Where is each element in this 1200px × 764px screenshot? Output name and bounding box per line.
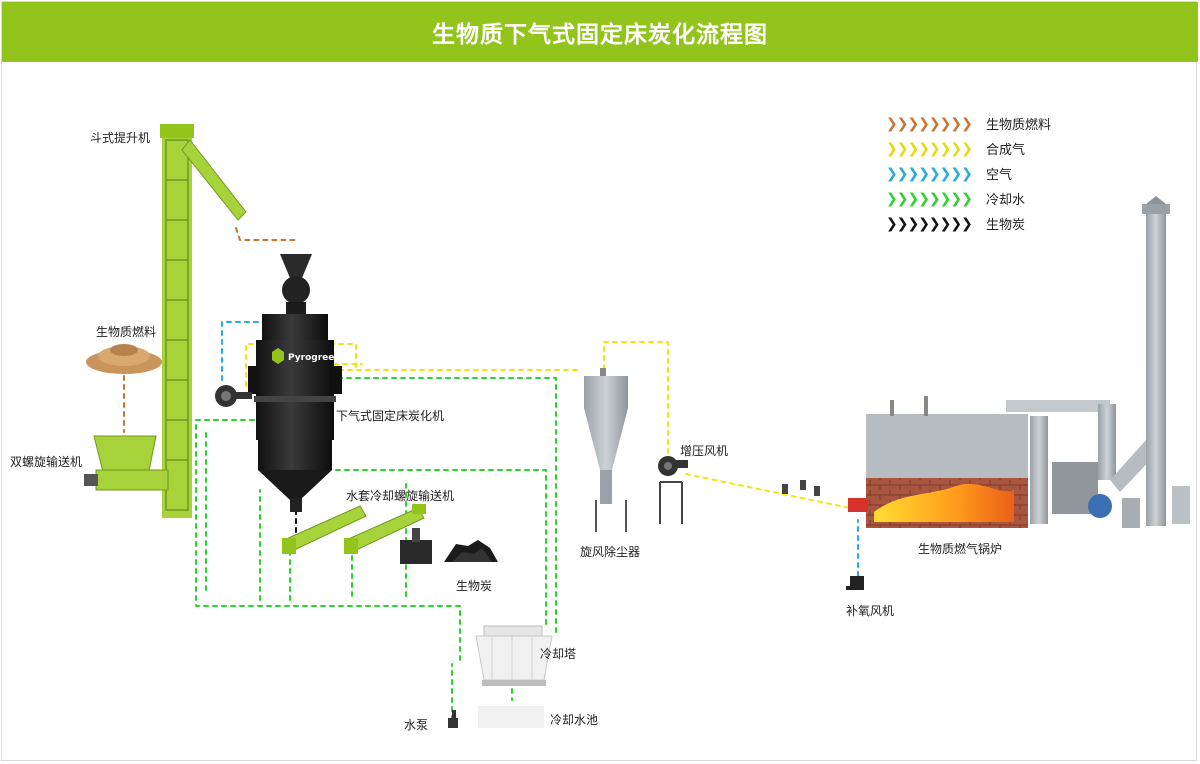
twin-screw-conveyor	[84, 435, 169, 491]
legend-label: 生物炭	[986, 218, 1026, 233]
label-cooling-tower: 冷却塔	[540, 647, 577, 661]
legend-item-air: ❯❯❯❯❯❯❯❯ 空气	[886, 164, 1013, 184]
flow-water-screw	[335, 469, 547, 625]
brand-logo-text: Pyrogreen	[288, 353, 341, 363]
cyclone-dust-collector	[584, 368, 628, 532]
flow-water-return	[195, 419, 461, 661]
cooling-tower	[475, 625, 553, 686]
legend-label: 生物质燃料	[986, 118, 1052, 133]
label-booster-fan: 增压风机	[680, 444, 729, 458]
legend-label: 空气	[986, 168, 1013, 183]
legend-item-syngas: ❯❯❯❯❯❯❯❯ 合成气	[886, 139, 1026, 159]
chevron-arrows-icon: ❯❯❯❯❯❯❯❯	[886, 190, 973, 207]
water-jacket-screw-conveyor	[282, 504, 426, 554]
legend-label: 合成气	[986, 143, 1026, 158]
chevron-arrows-icon: ❯❯❯❯❯❯❯❯	[886, 140, 973, 157]
chevron-arrows-icon: ❯❯❯❯❯❯❯❯	[886, 115, 973, 132]
legend-item-biomass: ❯❯❯❯❯❯❯❯ 生物质燃料	[886, 114, 1052, 134]
biochar-pile-image	[444, 540, 498, 562]
cooling-pool	[478, 706, 544, 728]
label-cooling-pool: 冷却水池	[550, 713, 599, 727]
biomass-pile-image	[86, 344, 162, 374]
flow-syngas-to-boiler	[685, 473, 851, 509]
water-pump	[448, 710, 458, 728]
carbonizer: Pyrogreen	[248, 254, 342, 512]
flow-syngas-inner	[245, 343, 357, 387]
title-bar: 生物质下气式固定床炭化流程图	[2, 2, 1198, 62]
label-biomass-fuel: 生物质燃料	[96, 325, 157, 339]
flow-syngas-to-fan	[603, 341, 669, 457]
label-biochar: 生物炭	[456, 579, 493, 593]
legend-item-char: ❯❯❯❯❯❯❯❯ 生物炭	[886, 214, 1026, 234]
label-bucket-elevator: 斗式提升机	[90, 131, 151, 145]
label-boiler: 生物质燃气锅炉	[918, 542, 1003, 556]
flow-air-loop	[221, 321, 263, 381]
gas-valves	[782, 480, 820, 496]
label-water-screw: 水套冷却螺旋输送机	[346, 489, 455, 503]
label-oxygen-fan: 补氧风机	[846, 604, 895, 618]
chevron-arrows-icon: ❯❯❯❯❯❯❯❯	[886, 165, 973, 182]
chevron-arrows-icon: ❯❯❯❯❯❯❯❯	[886, 215, 973, 232]
legend-item-water: ❯❯❯❯❯❯❯❯ 冷却水	[886, 189, 1026, 209]
flow-water-outer	[339, 377, 557, 633]
label-cyclone: 旋风除尘器	[580, 545, 641, 559]
chimney	[1142, 196, 1170, 526]
legend-label: 冷却水	[986, 193, 1026, 208]
booster-fan	[658, 456, 688, 524]
air-fan	[215, 385, 252, 407]
page-title: 生物质下气式固定床炭化流程图	[432, 22, 768, 48]
label-twin-screw: 双螺旋输送机	[10, 455, 83, 469]
label-carbonizer: 下气式固定床炭化机	[336, 409, 445, 423]
oxygen-fan	[846, 576, 864, 590]
flow-biomass-elevator	[235, 227, 297, 241]
gas-boiler	[848, 396, 1190, 528]
bucket-elevator	[160, 124, 247, 518]
label-pump: 水泵	[404, 718, 429, 732]
char-collection-bin	[400, 528, 432, 564]
